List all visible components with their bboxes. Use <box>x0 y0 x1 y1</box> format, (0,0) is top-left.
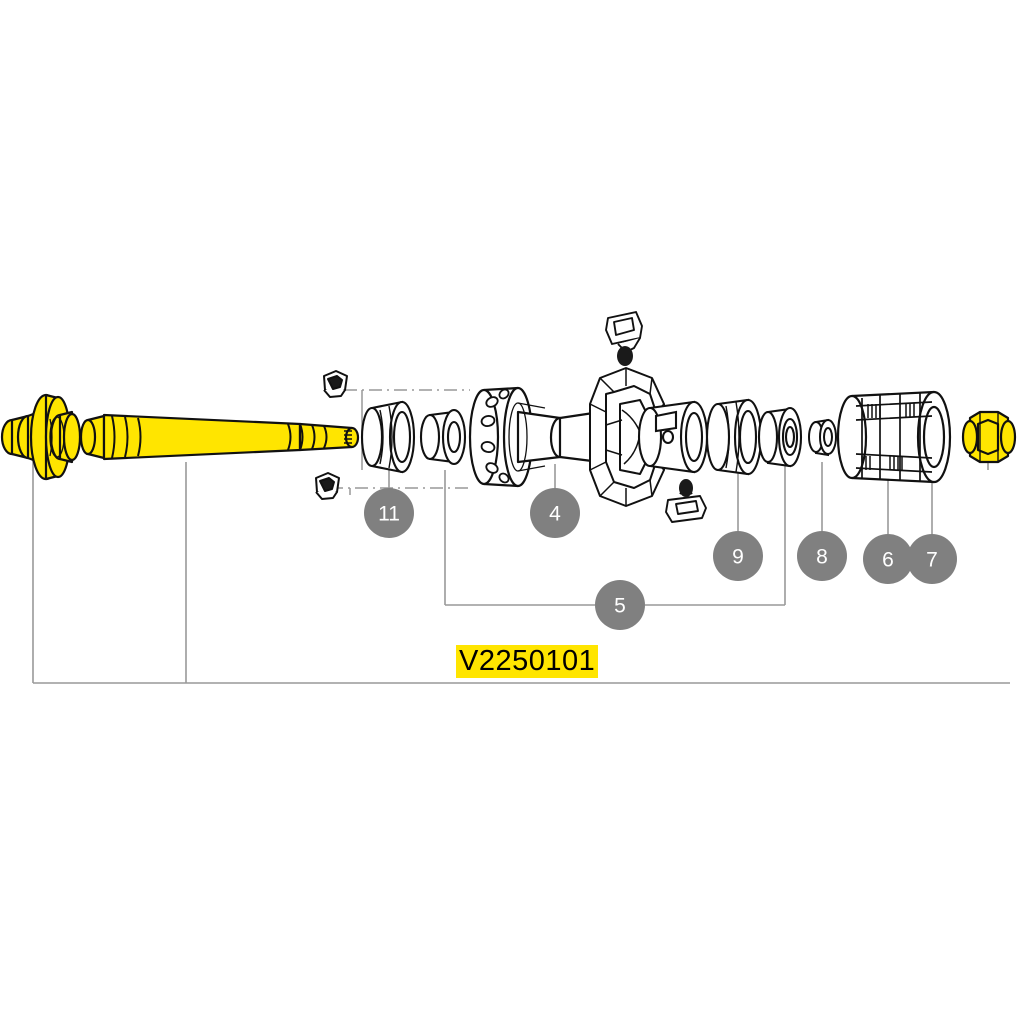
part-pawl-upper <box>605 311 643 366</box>
axle-shaft-rings <box>111 415 328 459</box>
part-end-cap <box>961 410 1017 464</box>
seal-ring-right-grooves <box>725 401 740 473</box>
callout-7-circle[interactable] <box>907 534 957 584</box>
ratchet-drive-ring <box>637 400 709 474</box>
axle-thread-detail <box>344 430 352 444</box>
hub-shell-flange-holes <box>480 388 510 484</box>
part-ratchet <box>589 367 665 507</box>
freehub-splines <box>855 393 933 481</box>
part-washer <box>808 418 837 457</box>
callout-9-label: 9 <box>732 546 744 569</box>
callout-11-label: 11 <box>378 503 400 526</box>
bracket-callout-5 <box>444 462 786 606</box>
part-clip-lower <box>315 472 340 500</box>
callout-8-circle[interactable] <box>797 531 847 581</box>
part-axle-shaft <box>79 413 360 461</box>
callout-6-circle[interactable] <box>863 534 913 584</box>
part-hub-shell <box>468 386 602 488</box>
callout-9-circle[interactable] <box>713 531 763 581</box>
callout-6-label: 6 <box>882 549 894 572</box>
hub-shell-edge-detail <box>508 402 546 472</box>
part-clip-upper <box>323 370 348 398</box>
part-bearing-right <box>757 406 803 468</box>
callout-4-circle[interactable] <box>530 488 580 538</box>
part-seal-ring-right <box>705 398 763 476</box>
callout-5-label: 5 <box>614 595 626 618</box>
part-pawl-lower <box>665 479 707 523</box>
seal-ring-left-grooves <box>379 405 393 469</box>
callout-circles: 11 4 9 8 6 7 5 <box>364 488 957 630</box>
callout-7-label: 7 <box>926 549 938 572</box>
part-skewer-lever <box>0 393 82 481</box>
callout-4-label: 4 <box>549 503 561 526</box>
part-number-label: V2250101 <box>456 645 599 678</box>
part-seal-ring-left <box>360 400 416 474</box>
callout-11-circle[interactable] <box>364 488 414 538</box>
end-cap-facets <box>979 412 999 462</box>
part-bearing-left <box>419 408 467 466</box>
bracket-part-number <box>32 460 1010 684</box>
callout-8-label: 8 <box>816 546 828 569</box>
ratchet-facets <box>589 368 665 506</box>
callout-5-circle[interactable] <box>595 580 645 630</box>
skewer-lever-shading <box>49 416 65 458</box>
freehub-ratchet-teeth <box>861 403 915 470</box>
